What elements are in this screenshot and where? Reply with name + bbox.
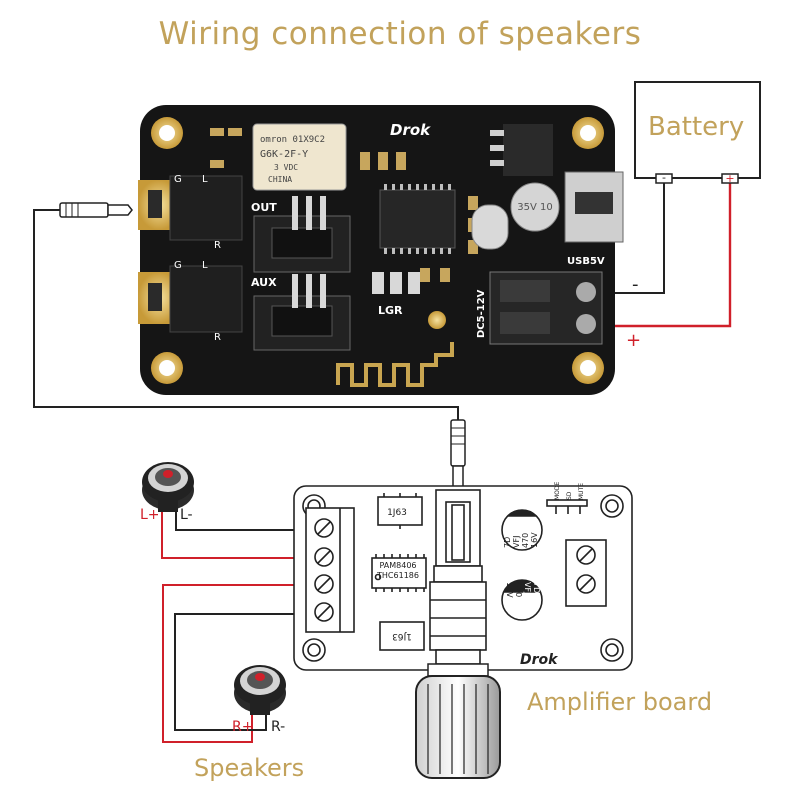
voltage-regulator bbox=[490, 124, 553, 176]
volume-potentiometer bbox=[429, 489, 487, 665]
usb-label: USB5V bbox=[567, 256, 605, 267]
antenna-connector bbox=[428, 311, 446, 329]
battery-minus-wire bbox=[602, 178, 665, 294]
svg-text:7D: 7D bbox=[503, 537, 512, 548]
svg-text:VFJ: VFJ bbox=[512, 536, 521, 548]
capacitor-bottom-label: 7D VFJ 470 16V bbox=[505, 582, 541, 598]
out-audio-jack: G L R bbox=[138, 174, 243, 251]
right-minus-label: R- bbox=[271, 719, 285, 735]
mode-switch-block bbox=[546, 499, 588, 514]
right-speaker bbox=[234, 665, 286, 715]
aux-cable-wire bbox=[33, 209, 459, 420]
battery-minus-terminal bbox=[655, 173, 673, 184]
aux-plug-left bbox=[59, 202, 133, 218]
svg-text:omron 01X9C2: omron 01X9C2 bbox=[260, 135, 325, 145]
bluetooth-board: omron 01X9C2 G6K-2F-Y 3 VDC CHINA Drok bbox=[138, 105, 624, 395]
amplifier-board-label: Amplifier board bbox=[527, 688, 713, 716]
battery-plus-wire bbox=[602, 178, 732, 328]
aux-connector: AUX bbox=[251, 274, 351, 351]
svg-text:G6K-2F-Y: G6K-2F-Y bbox=[260, 149, 308, 160]
svg-text:3 VDC: 3 VDC bbox=[274, 163, 298, 172]
battery-minus-label: - bbox=[662, 171, 666, 184]
speakers-label: Speakers bbox=[194, 754, 305, 782]
dc-terminal-block: DC5-12V bbox=[476, 271, 603, 345]
speaker-left-plus-wire bbox=[161, 512, 322, 559]
svg-text:L: L bbox=[202, 260, 208, 271]
power-screw-terminal bbox=[565, 539, 607, 607]
aux-label: AUX bbox=[251, 276, 277, 289]
svg-text:G: G bbox=[174, 174, 182, 185]
main-ic bbox=[379, 184, 456, 254]
out-label: OUT bbox=[251, 201, 277, 214]
capacitor: 35V 10 bbox=[510, 182, 560, 232]
amp-board-brand: Drok bbox=[520, 652, 559, 668]
svg-text:CHINA: CHINA bbox=[268, 175, 292, 184]
battery-label: Battery bbox=[648, 112, 745, 142]
chip-1j63-top-label: 1J63 bbox=[387, 508, 407, 518]
pam-ic-label-2: THC61186 bbox=[376, 571, 419, 580]
battery-plus-terminal bbox=[721, 173, 739, 184]
battery-box: - + bbox=[634, 81, 761, 185]
speaker-left-minus-wire bbox=[175, 512, 322, 531]
pam-ic-label-1: PAM8406 bbox=[379, 561, 416, 570]
aux-audio-jack: G L R bbox=[138, 260, 243, 343]
svg-text:R: R bbox=[214, 332, 221, 343]
svg-text:G: G bbox=[174, 260, 182, 271]
chip-1j63-top bbox=[377, 493, 423, 529]
chip-1j63-bottom-label: 1J63 bbox=[392, 631, 412, 641]
svg-text:L: L bbox=[202, 174, 208, 185]
capacitor-bottom bbox=[501, 579, 543, 621]
svg-text:16V: 16V bbox=[505, 582, 514, 598]
capacitor-top-label: 7D VFJ 470 16V bbox=[503, 532, 539, 548]
bt-board-brand: Drok bbox=[390, 121, 431, 139]
svg-text:MUTE: MUTE bbox=[578, 483, 585, 500]
lgr-pin-header: LGR bbox=[372, 272, 420, 317]
amplifier-board bbox=[293, 485, 633, 671]
left-plus-label: L+ bbox=[140, 507, 160, 523]
aux-plug-amp bbox=[450, 419, 466, 494]
svg-text:MODE: MODE bbox=[554, 481, 561, 500]
micro-usb-port: USB5V bbox=[564, 171, 624, 267]
speaker-right-minus-wire bbox=[174, 613, 322, 731]
svg-text:16V: 16V bbox=[530, 532, 539, 548]
lgr-label: LGR bbox=[378, 304, 403, 317]
power-minus-sign: - bbox=[632, 274, 639, 295]
speaker-right-plus-wire bbox=[162, 584, 322, 743]
left-minus-label: L- bbox=[180, 507, 193, 523]
out-connector: OUT bbox=[251, 196, 351, 273]
power-plus-sign: + bbox=[626, 330, 641, 351]
pcb-antenna bbox=[336, 342, 454, 387]
svg-text:470: 470 bbox=[514, 582, 523, 597]
mode-labels: MODE SD MUTE bbox=[554, 481, 585, 500]
page-title: Wiring connection of speakers bbox=[158, 16, 642, 52]
svg-text:7D: 7D bbox=[532, 582, 541, 593]
svg-text:VFJ: VFJ bbox=[523, 582, 532, 594]
svg-text:SD: SD bbox=[566, 491, 573, 500]
relay-component: omron 01X9C2 G6K-2F-Y 3 VDC CHINA bbox=[252, 123, 347, 191]
battery-plus-label: + bbox=[725, 172, 734, 185]
pam8406-ic bbox=[371, 554, 427, 592]
left-speaker bbox=[142, 462, 194, 512]
capacitor-top bbox=[501, 509, 543, 551]
speaker-screw-terminal bbox=[305, 507, 355, 633]
chip-1j63-bottom bbox=[379, 621, 425, 651]
volume-knob bbox=[415, 663, 501, 779]
crystal-oscillator bbox=[471, 204, 509, 250]
svg-text:470: 470 bbox=[521, 533, 530, 548]
dc-label: DC5-12V bbox=[476, 289, 487, 338]
svg-text:35V 10: 35V 10 bbox=[517, 202, 552, 213]
svg-text:R: R bbox=[214, 240, 221, 251]
right-plus-label: R+ bbox=[232, 719, 253, 735]
